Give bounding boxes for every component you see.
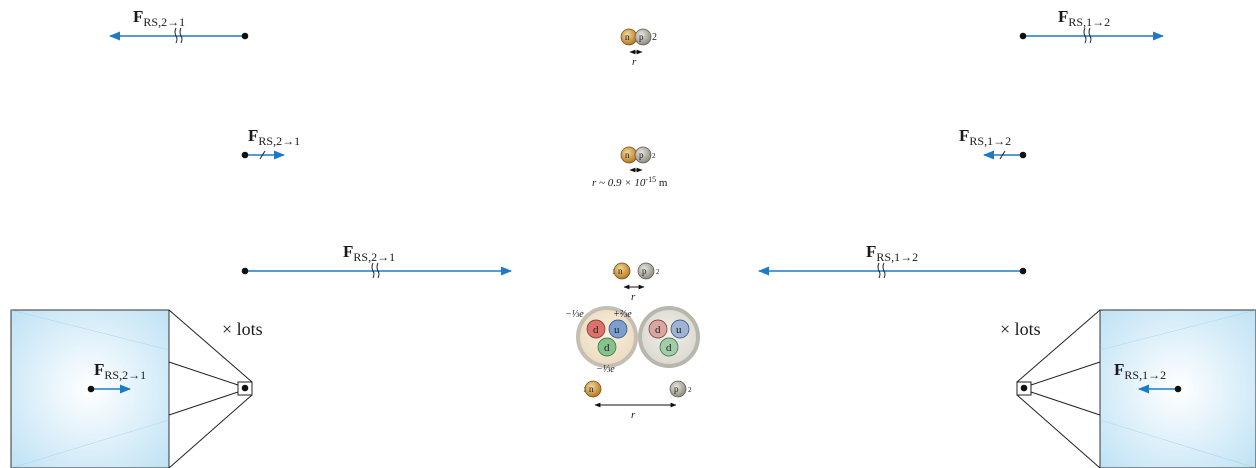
svg-text:r: r — [631, 409, 636, 421]
svg-text:2: 2 — [652, 32, 657, 43]
svg-text:p: p — [674, 384, 679, 394]
svg-text:u: u — [614, 324, 620, 336]
row-1-nucleon-pair: 1 n p 2 r — [620, 28, 657, 68]
svg-text:FRS,2→1: FRS,2→1 — [133, 7, 185, 29]
svg-text:FRS,1→2: FRS,1→2 — [866, 242, 918, 264]
bottom-nucleon-pair: 1 n p 2 r — [583, 380, 692, 421]
svg-text:n: n — [618, 266, 623, 276]
quark-d — [586, 319, 606, 339]
force-symbol: F — [1058, 7, 1068, 26]
right-magnifier: FRS,1→2 × lots — [1000, 309, 1256, 468]
svg-text:2: 2 — [688, 386, 692, 394]
multiplier-label: × lots — [1000, 319, 1041, 339]
row-3-left-force: FRS,2→1 — [241, 242, 513, 279]
multiplier-label: × lots — [222, 319, 263, 339]
svg-text:FRS,1→2: FRS,1→2 — [959, 126, 1011, 148]
svg-text:2: 2 — [652, 152, 656, 160]
svg-text:p: p — [639, 32, 644, 42]
svg-text:FRS,1→2: FRS,1→2 — [1058, 7, 1110, 29]
svg-text:p: p — [639, 150, 644, 160]
row-3-right-force: FRS,1→2 — [757, 242, 1027, 279]
svg-text:FRS,2→1: FRS,2→1 — [343, 242, 395, 264]
svg-text:FRS,2→1: FRS,2→1 — [94, 360, 146, 382]
proton — [634, 28, 652, 46]
row-1-right-force: FRS,1→2 — [1019, 7, 1165, 44]
svg-text:r ~ 0.9 × 10-15 m: r ~ 0.9 × 10-15 m — [592, 175, 668, 189]
quark-structure-proton: d u d — [638, 306, 700, 368]
left-magnifier: FRS,2→1 × lots — [10, 309, 263, 468]
row-3-nucleon-pair: 1 n p 2 r — [612, 262, 660, 303]
svg-text:d: d — [666, 342, 672, 354]
quark-structure-neutron: d u d −⅓e +⅔e −⅓e — [565, 306, 638, 375]
svg-text:u: u — [676, 324, 682, 336]
force-symbol: F — [133, 7, 143, 26]
svg-text:p: p — [642, 266, 647, 276]
svg-text:d: d — [655, 324, 661, 336]
svg-text:FRS,2→1: FRS,2→1 — [248, 126, 300, 148]
charge-label: +⅔e — [613, 309, 632, 320]
force-subscript: RS,1→2 — [1068, 15, 1110, 29]
force-subscript: RS,2→1 — [143, 15, 185, 29]
quark-u — [608, 319, 628, 339]
row-2-right-force: FRS,1→2 — [959, 126, 1027, 160]
svg-text:d: d — [593, 324, 599, 336]
svg-text:FRS,1→2: FRS,1→2 — [1114, 360, 1166, 382]
svg-text:d: d — [604, 342, 610, 354]
svg-text:r: r — [631, 291, 636, 303]
svg-text:n: n — [625, 150, 630, 160]
svg-text:n: n — [625, 32, 630, 42]
row-2-left-force: FRS,2→1 — [241, 126, 300, 160]
row-1-left-force: FRS,2→1 — [108, 7, 249, 44]
row-2-nucleon-pair: 1 n p 2 r ~ 0.9 × 10-15 m — [592, 146, 668, 189]
svg-text:r: r — [632, 56, 637, 68]
charge-label: −⅓e — [565, 309, 584, 320]
svg-text:n: n — [589, 384, 594, 394]
svg-text:2: 2 — [656, 268, 660, 276]
charge-label: −⅓e — [596, 364, 615, 375]
quark-d-green — [597, 337, 617, 357]
